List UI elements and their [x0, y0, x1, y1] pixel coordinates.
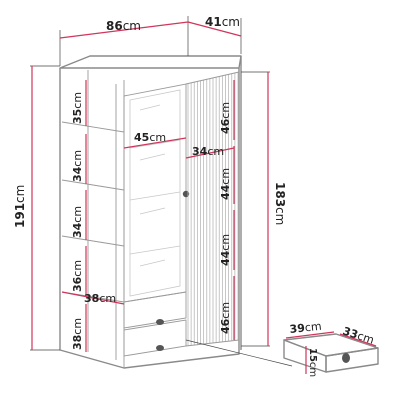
drawer-width-dimension-line — [285, 331, 335, 339]
glass-shelf — [129, 191, 181, 201]
width-dimension-line — [59, 21, 189, 39]
cabinet-front-outline — [59, 68, 240, 369]
glass-door — [123, 83, 190, 303]
drawer-knob-icon — [156, 345, 164, 351]
width-label: 86cm — [106, 19, 141, 33]
right-shelf-3-label: 44cm — [219, 234, 232, 266]
fluted-door — [187, 72, 239, 346]
drawer-detail-knob-icon — [342, 353, 350, 363]
dimension-lines — [31, 21, 269, 352]
drawer-width-label: 39cm — [289, 320, 322, 336]
drawer-front-lower — [123, 319, 187, 357]
base-depth-label: 38cm — [84, 292, 116, 305]
cabinet-top-face — [59, 55, 242, 69]
right-width-dimension-line — [185, 147, 235, 159]
glass-reflection — [139, 207, 166, 215]
dimension-labels: 86cm 41cm 191cm 183cm 35cm 34cm 34cm 36c… — [13, 15, 376, 377]
total-height-label: 191cm — [13, 185, 27, 228]
left-shelf-4-label: 36cm — [71, 260, 84, 292]
right-width-label: 34cm — [192, 145, 224, 158]
door-height-label: 183cm — [273, 182, 287, 225]
right-shelf-1-label: 46cm — [219, 102, 232, 134]
left-shelf-1-label: 35cm — [71, 92, 84, 124]
drawer-detail-side — [283, 339, 327, 373]
drawer-knob-icon — [156, 319, 164, 325]
left-shelf-3-label: 34cm — [71, 206, 84, 238]
glass-door-frame — [123, 83, 187, 303]
drawer-callout-line — [185, 339, 293, 367]
left-shelf-line — [61, 121, 125, 133]
fluted-door-top — [185, 71, 240, 85]
depth-dimension-line — [187, 21, 242, 37]
glass-width-dimension-line — [123, 137, 187, 149]
right-shelf-4-label: 46cm — [219, 302, 232, 334]
left-shelf-line — [61, 235, 125, 247]
glass-shelf — [129, 245, 181, 255]
base-depth-dimension-line — [61, 291, 125, 305]
drawer-depth-dimension-line — [339, 333, 377, 347]
fluted-door-bottom — [185, 339, 240, 347]
cabinet-body — [59, 55, 242, 369]
drawer-depth-label: 33cm — [341, 324, 376, 346]
right-shelf-2-label: 44cm — [219, 168, 232, 200]
glass-shelf — [129, 139, 181, 149]
drawer-height-label: 15cm — [307, 348, 318, 377]
drawer-detail — [185, 331, 379, 374]
glass-reflection — [139, 104, 161, 111]
glass-reflection — [139, 153, 166, 161]
glass-reflection — [139, 259, 166, 267]
glass-pane — [129, 89, 181, 297]
drawer-front-upper — [123, 291, 187, 329]
left-shelf-2-label: 34cm — [71, 150, 84, 182]
drawer-detail-front — [325, 347, 379, 373]
drawers — [123, 291, 187, 357]
left-shelf-line — [61, 179, 125, 191]
left-bottom-label: 38cm — [71, 318, 84, 350]
depth-label: 41cm — [205, 15, 240, 29]
glass-width-label: 45cm — [134, 131, 166, 144]
